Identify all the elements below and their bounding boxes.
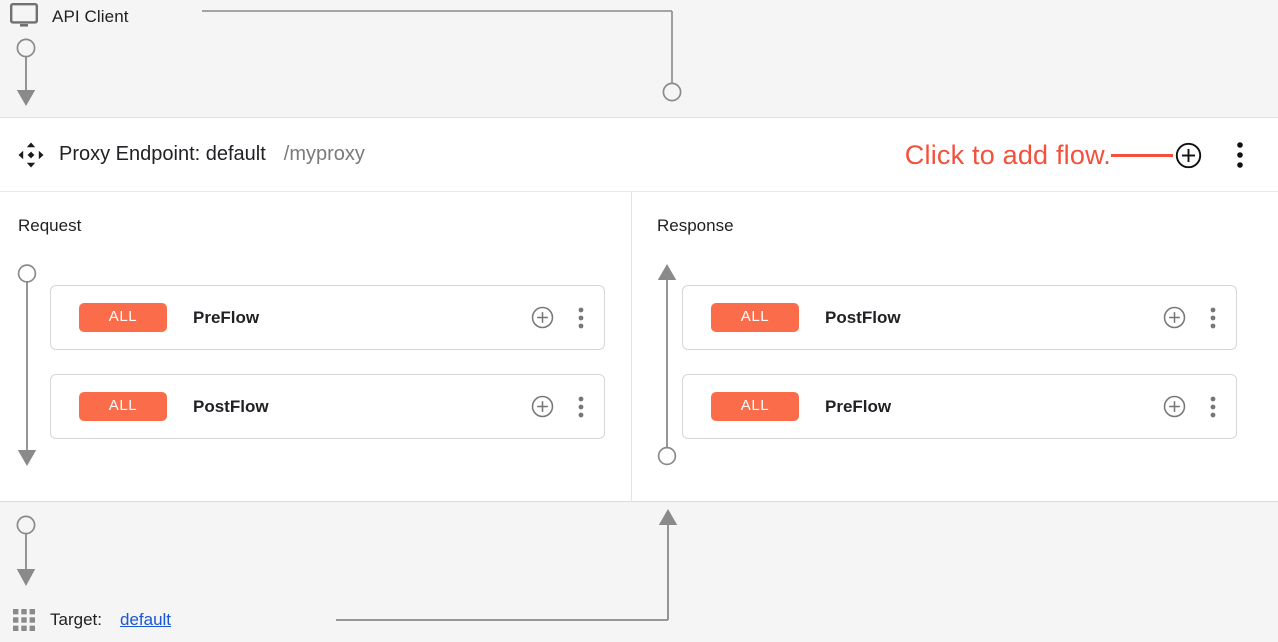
proxy-endpoint-panel: Proxy Endpoint: default /myproxy Click t… [0,117,1278,502]
api-client-node[interactable]: API Client [10,3,129,29]
plus-circle-icon[interactable] [531,395,554,418]
annotation-pointer-line [1111,153,1173,157]
plus-circle-icon[interactable] [1163,306,1186,329]
flow-name: PreFlow [825,396,892,416]
plus-circle-icon[interactable] [531,306,554,329]
api-client-band: API Client [0,0,1278,117]
request-column: Request ALL PreFlow [0,192,631,502]
api-client-label: API Client [52,6,129,26]
target-endpoint-band: Target: default [0,502,1278,642]
header-actions: Click to add flow. [905,118,1278,192]
flow-card[interactable]: ALL PostFlow [50,374,605,439]
flow-condition-badge: ALL [79,392,167,421]
flow-condition-badge: ALL [79,303,167,332]
plus-circle-icon[interactable] [1175,142,1202,169]
page-title: Proxy Endpoint: default [59,143,266,165]
response-flow-list: ALL PostFlow [682,285,1237,463]
kebab-menu-icon[interactable] [1204,395,1222,419]
flow-name: PostFlow [825,307,901,327]
response-flow-rail-arrow [657,264,677,466]
flow-name: PostFlow [193,396,269,416]
target-endpoint-node[interactable]: Target: default [12,608,171,632]
plus-circle-icon[interactable] [1163,395,1186,418]
flow-card-actions [1163,286,1222,349]
flow-name: PreFlow [193,307,260,327]
flow-card-actions [531,286,590,349]
flow-card-actions [1163,375,1222,438]
flow-condition-badge: ALL [711,392,799,421]
kebab-menu-icon[interactable] [572,306,590,330]
proxy-endpoint-header: Proxy Endpoint: default /myproxy Click t… [0,118,1278,192]
request-flow-list: ALL PreFlow [50,285,605,463]
response-column-title: Response [657,216,734,235]
flow-columns: Request ALL PreFlow [0,192,1278,502]
target-label: Target: [50,610,102,629]
response-column: Response ALL PostFlow [631,192,1278,502]
move-handle-icon[interactable] [18,142,44,168]
flow-card[interactable]: ALL PostFlow [682,285,1237,350]
proxy-basepath: /myproxy [283,143,365,165]
grid-apps-icon [13,609,35,631]
kebab-menu-icon[interactable] [572,395,590,419]
kebab-menu-icon[interactable] [1204,306,1222,330]
annotation-text: Click to add flow. [904,139,1111,170]
flow-card[interactable]: ALL PreFlow [50,285,605,350]
flow-card-actions [531,375,590,438]
monitor-icon [10,3,38,27]
flow-card[interactable]: ALL PreFlow [682,374,1237,439]
target-endpoint-link[interactable]: default [119,610,172,629]
request-flow-rail-arrow [17,264,37,466]
kebab-menu-icon[interactable] [1228,140,1252,170]
flow-condition-badge: ALL [711,303,799,332]
request-column-title: Request [18,216,82,235]
